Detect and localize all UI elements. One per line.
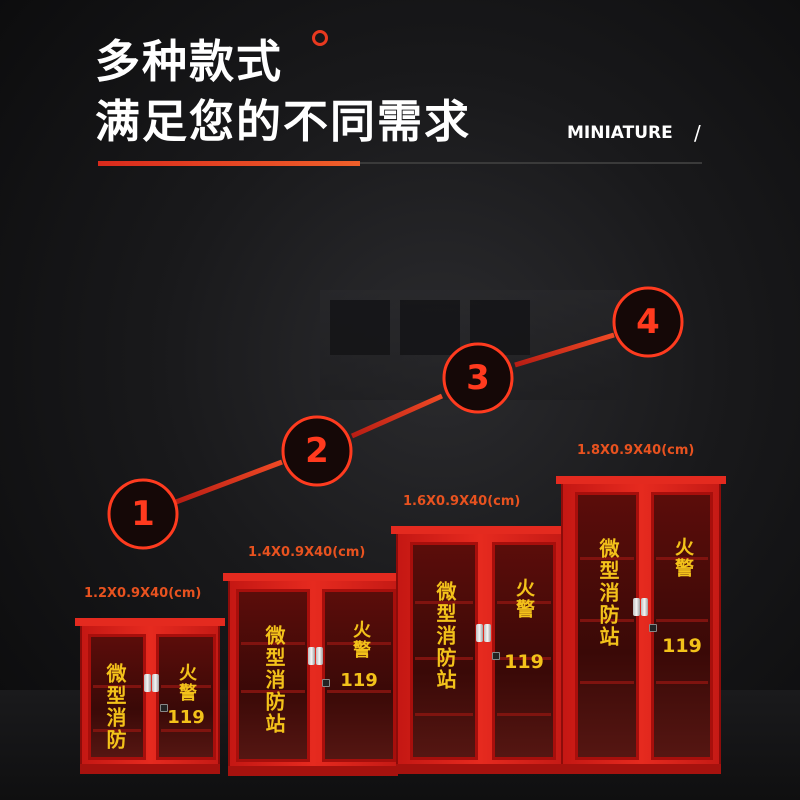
door-text-number: 119 [167,707,205,728]
step-number-4: 4 [636,302,660,342]
step-circle [612,286,684,358]
door-handle [152,674,159,692]
door-text-fire: 火警 [672,537,694,579]
cabinet-left-door: 微型消防站 [575,492,639,760]
connector-line [175,459,283,505]
subtitle: MINIATURE [567,123,673,143]
door-text-number: 119 [662,635,702,657]
step-circle [107,478,179,550]
door-handle [144,674,151,692]
subtitle-slash: / [694,121,701,145]
size-label-3: 1.6X0.9X40(cm) [403,494,521,509]
cabinet-left-door: 微型消防 [88,634,146,760]
headline-line-2: 满足您的不同需求 [95,95,472,148]
door-text-fire: 火警 [176,663,197,703]
cabinet-right-door: 火警 119 [492,542,556,760]
cabinet-left-door: 微型消防站 [410,542,478,760]
cabinet-1: 微型消防 火警 119 [75,618,225,774]
door-handle [641,598,648,616]
door-handle [476,624,483,642]
cabinet-2: 微型消防站 火警 119 [223,573,403,776]
cabinet-3: 微型消防站 火警 119 [391,526,569,774]
size-label-2: 1.4X0.9X40(cm) [248,545,366,560]
lock-icon [322,679,330,687]
door-handle [633,598,640,616]
door-text-left: 微型消防站 [262,625,286,735]
door-text-left: 微型消防站 [433,581,457,691]
size-label-4: 1.8X0.9X40(cm) [577,443,695,458]
cabinet-right-door: 火警 119 [322,589,396,762]
door-text-number: 119 [340,670,378,691]
cabinet-right-door: 火警 119 [651,492,713,760]
step-circle [442,342,514,414]
lock-icon [492,652,500,660]
door-text-left: 微型消防 [103,663,127,751]
door-handle [316,647,323,665]
divider-accent [98,161,360,166]
headline-line-1: 多种款式 [95,35,284,88]
cabinet-4: 微型消防站 火警 119 [556,476,726,774]
door-handle [484,624,491,642]
door-handle [308,647,315,665]
door-text-fire: 火警 [513,578,535,620]
step-circle [281,415,353,487]
step-number-1: 1 [131,494,155,534]
size-label-1: 1.2X0.9X40(cm) [84,586,202,601]
connector-line [514,332,615,368]
cabinet-right-door: 火警 119 [156,634,216,760]
lock-icon [160,704,168,712]
door-text-fire: 火警 [350,620,371,660]
connector-line [350,393,444,439]
step-number-3: 3 [466,358,490,398]
step-number-2: 2 [305,431,329,471]
door-text-number: 119 [504,651,544,673]
background-window [400,300,460,355]
cabinet-left-door: 微型消防站 [236,589,310,762]
divider-track [98,162,702,164]
door-text-left: 微型消防站 [596,538,620,648]
degree-mark-icon [312,30,328,46]
lock-icon [649,624,657,632]
background-window [330,300,390,355]
